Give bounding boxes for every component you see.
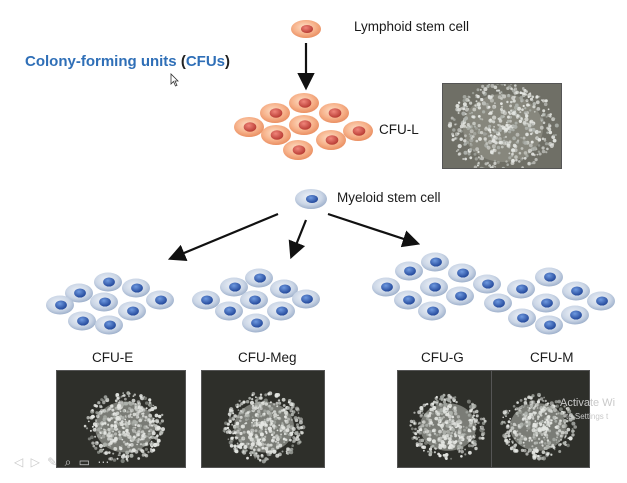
cfu-meg-cell-cluster: [192, 268, 320, 333]
cell: [316, 130, 346, 150]
slides-icon[interactable]: ▭: [78, 455, 90, 469]
cfu-e-cell-cluster: [46, 272, 174, 335]
edit-icon[interactable]: ✎: [47, 455, 58, 469]
previous-icon[interactable]: ◁: [14, 455, 24, 469]
cell: [65, 283, 93, 303]
cell: [421, 252, 449, 272]
cell: [260, 103, 290, 123]
cell: [215, 301, 243, 321]
cell: [343, 121, 373, 141]
title-abbr: CFUs: [185, 53, 225, 70]
cell: [68, 311, 96, 331]
cell: [234, 117, 264, 137]
cell: [289, 93, 319, 113]
cfu-l-cell-cluster: [234, 93, 373, 160]
cell: [46, 295, 74, 315]
cfu-l-label: CFU-L: [379, 122, 419, 137]
cell: [446, 286, 474, 306]
cfu-g-cell-cluster: [372, 252, 501, 321]
cell: [245, 268, 273, 288]
cfu-g-colony-photo: [397, 370, 493, 468]
cell: [122, 278, 150, 298]
cell: [261, 125, 291, 145]
more-icon[interactable]: ⋯: [97, 455, 110, 469]
cell: [372, 277, 400, 297]
title-open-paren: (: [180, 53, 186, 70]
lymphoid-stem-cell-label: Lymphoid stem cell: [354, 19, 470, 34]
cell: [561, 305, 589, 325]
search-icon[interactable]: ⌕: [64, 455, 72, 469]
cfu-m-cell-cluster: [484, 267, 615, 335]
play-icon[interactable]: ▷: [30, 455, 40, 469]
myeloid-stem-cell: [295, 189, 327, 209]
cell: [508, 308, 536, 328]
player-controls[interactable]: ◁ ▷ ✎ ⌕ ▭ ⋯: [14, 455, 109, 470]
cell: [95, 315, 123, 335]
activation-watermark-line1: Activate Wi: [560, 397, 616, 409]
cell: [94, 272, 122, 292]
cell: [90, 292, 118, 312]
cell: [118, 301, 146, 321]
cell: [267, 301, 295, 321]
cell: [562, 281, 590, 301]
cfu-e-colony-photo: [56, 370, 186, 468]
cell: [289, 115, 319, 135]
page-title: Colony-forming units (CFUs): [25, 53, 230, 70]
cell: [283, 140, 313, 160]
arrow-left-diagonal-icon: [167, 212, 279, 262]
cell: [473, 274, 501, 294]
cell: [420, 277, 448, 297]
cell: [292, 289, 320, 309]
cell: [270, 279, 298, 299]
cell: [192, 290, 220, 310]
myeloid-stem-cell-label: Myeloid stem cell: [337, 190, 441, 205]
cell: [394, 290, 422, 310]
cfu-meg-colony-photo: [201, 370, 325, 468]
cfu-m-label: CFU-M: [530, 350, 574, 365]
cell: [418, 301, 446, 321]
cfu-m-colony-photo: [491, 370, 590, 468]
cell: [319, 103, 349, 123]
arrow-down-diagonal-icon: [288, 219, 308, 260]
cell: [535, 315, 563, 335]
cell: [395, 261, 423, 281]
cfu-meg-label: CFU-Meg: [238, 350, 297, 365]
mouse-cursor-icon: [170, 73, 179, 87]
cell: [484, 293, 512, 313]
cell: [240, 290, 268, 310]
cell: [532, 293, 560, 313]
cell: [242, 313, 270, 333]
arrow-right-diagonal-icon: [327, 212, 421, 248]
lymphoid-stem-cell: [291, 20, 321, 38]
cell: [146, 290, 174, 310]
cfu-e-label: CFU-E: [92, 350, 134, 365]
cell: [535, 267, 563, 287]
cell: [507, 279, 535, 299]
cfu-l-colony-photo: [442, 83, 562, 169]
cfu-g-label: CFU-G: [421, 350, 464, 365]
cell: [220, 277, 248, 297]
cell: [448, 263, 476, 283]
cell: [587, 291, 615, 311]
title-main: Colony-forming units: [25, 53, 177, 70]
title-close-paren: ): [225, 53, 230, 70]
activation-watermark-line2: to Settings t: [566, 412, 609, 421]
